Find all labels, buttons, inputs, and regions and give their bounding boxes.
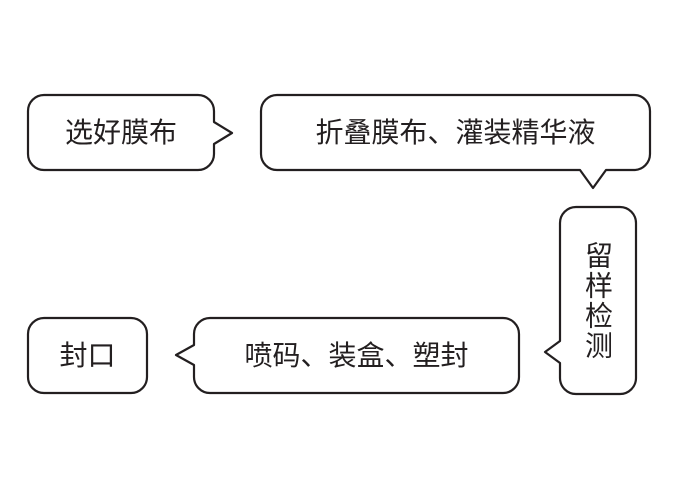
step-sample-bubble (543, 205, 638, 396)
step-seal-bubble (26, 316, 149, 395)
step-fold-label: 折叠膜布、灌装精华液 (315, 116, 596, 149)
step-fold-bubble (259, 93, 652, 190)
step-code-label: 喷码、装盒、塑封 (244, 339, 469, 372)
step-seal-label: 封口 (59, 339, 116, 372)
step-sample-label: 留样检测 (581, 241, 614, 361)
step-code-bubble (174, 316, 521, 395)
step-select-label: 选好膜布 (64, 116, 177, 149)
step-select-bubble (26, 93, 234, 172)
